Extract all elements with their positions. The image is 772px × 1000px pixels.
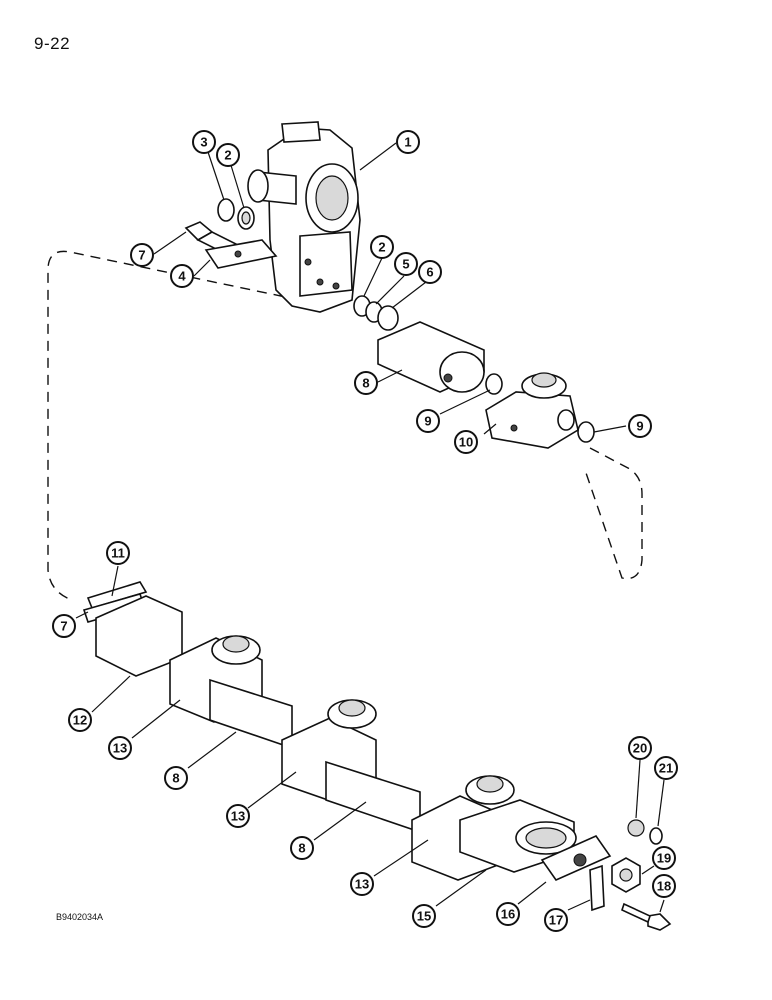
callout-15: 15 [412, 904, 436, 928]
tube-part-8-upper [377, 321, 485, 393]
callout-7: 7 [130, 243, 154, 267]
callout-17: 17 [544, 908, 568, 932]
callout-8: 8 [164, 766, 188, 790]
callout-3: 3 [192, 130, 216, 154]
callout-label: 13 [355, 877, 369, 892]
tube-assembly-lower [95, 595, 577, 881]
callout-21: 21 [654, 756, 678, 780]
assembly-dashed-line [47, 250, 643, 601]
nut-part-19 [611, 857, 641, 893]
cap-part-20 [627, 819, 645, 837]
callout-label: 4 [178, 269, 186, 284]
callout-10: 10 [454, 430, 478, 454]
callout-8: 8 [354, 371, 378, 395]
callout-label: 10 [459, 435, 473, 450]
bracket-part-17 [589, 864, 605, 912]
callout-16: 16 [496, 902, 520, 926]
callout-13: 13 [108, 736, 132, 760]
page-number: 9-22 [34, 34, 71, 53]
callout-19: 19 [652, 846, 676, 870]
callout-2: 2 [216, 143, 240, 167]
callout-18: 18 [652, 874, 676, 898]
callout-12: 12 [68, 708, 92, 732]
callout-label: 18 [657, 879, 671, 894]
callout-9: 9 [628, 414, 652, 438]
callout-label: 9 [424, 414, 431, 429]
callout-label: 8 [298, 841, 305, 856]
callout-1: 1 [396, 130, 420, 154]
bolt-part-18 [621, 902, 672, 931]
callout-label: 2 [378, 240, 385, 255]
callout-label: 8 [362, 376, 369, 391]
callout-label: 16 [501, 907, 515, 922]
washer-part-9-right [577, 421, 595, 443]
callout-label: 17 [549, 913, 563, 928]
callout-label: 9 [636, 419, 643, 434]
leader-lines [75, 142, 665, 913]
plate-part-4-hole [234, 250, 242, 258]
callout-label: 7 [60, 619, 67, 634]
callout-label: 1 [404, 135, 411, 150]
washer-part-9-left [485, 373, 503, 395]
callout-label: 13 [231, 809, 245, 824]
callout-9: 9 [416, 409, 440, 433]
callout-label: 2 [224, 148, 231, 163]
callout-20: 20 [628, 736, 652, 760]
gearbox-housing [247, 121, 361, 313]
callout-13: 13 [226, 804, 250, 828]
callout-label: 8 [172, 771, 179, 786]
callout-label: 19 [657, 851, 671, 866]
shaft-part-11 [86, 581, 148, 609]
callout-label: 20 [633, 741, 647, 756]
callout-2: 2 [370, 235, 394, 259]
callout-label: 15 [417, 909, 431, 924]
seal-part-2-left-inner [241, 211, 251, 225]
callout-label: 6 [426, 265, 433, 280]
callout-13: 13 [350, 872, 374, 896]
callout-6: 6 [418, 260, 442, 284]
callout-label: 7 [138, 248, 145, 263]
callout-11: 11 [106, 541, 130, 565]
bearing-part-6 [377, 305, 399, 331]
callout-label: 21 [659, 761, 673, 776]
callout-label: 5 [402, 257, 409, 272]
callout-label: 3 [200, 135, 207, 150]
callout-label: 13 [113, 741, 127, 756]
washer-part-21 [649, 827, 663, 845]
callout-7: 7 [52, 614, 76, 638]
callout-8: 8 [290, 836, 314, 860]
callout-label: 11 [111, 546, 125, 561]
figure-code: B9402034A [56, 912, 104, 922]
callout-5: 5 [394, 252, 418, 276]
seal-part-3 [217, 198, 235, 222]
callout-4: 4 [170, 264, 194, 288]
callout-label: 12 [73, 713, 87, 728]
gearbox-part-10 [485, 372, 579, 449]
